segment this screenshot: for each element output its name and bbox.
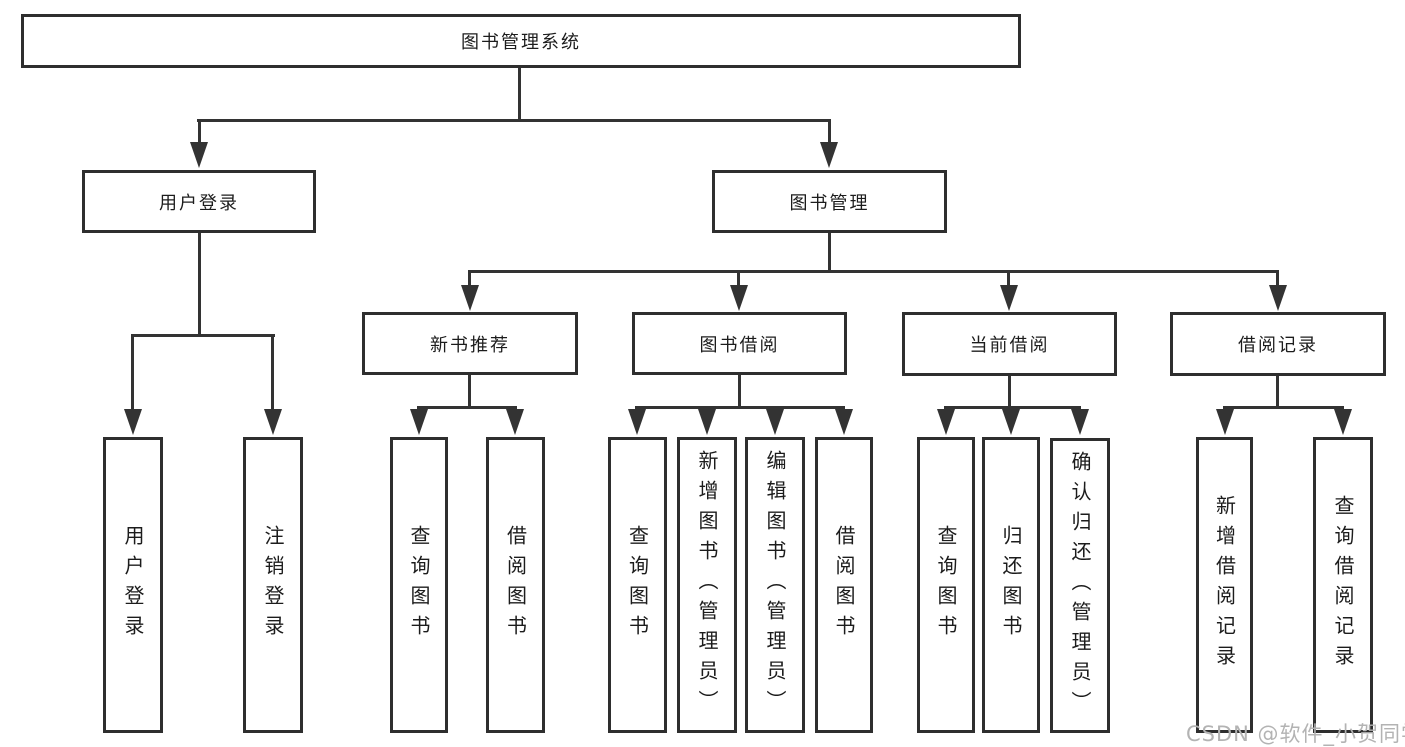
connector-line <box>1007 270 1010 288</box>
node-label: 用户登录 <box>159 192 239 214</box>
arrowhead-down-icon <box>766 409 784 435</box>
arrowhead-down-icon <box>628 409 646 435</box>
connector-line <box>418 406 517 409</box>
leaf-label: 查询图书 <box>407 525 431 645</box>
connector-line <box>468 270 471 288</box>
leaf-return-book: 归还图书 <box>982 437 1040 733</box>
connector-line <box>1008 376 1011 408</box>
arrowhead-down-icon <box>506 409 524 435</box>
arrowhead-down-icon <box>937 409 955 435</box>
leaf-borrow-book-recommend: 借阅图书 <box>486 437 545 733</box>
connector-line <box>945 406 1081 409</box>
connector-line <box>1276 376 1279 408</box>
leaf-user-login: 用户登录 <box>103 437 163 733</box>
arrowhead-down-icon <box>1216 409 1234 435</box>
node-book-management: 图书管理 <box>712 170 947 233</box>
leaf-label: 注销登录 <box>261 525 285 645</box>
leaf-add-book-admin: 新增图书（管理员） <box>677 437 737 733</box>
node-label: 图书借阅 <box>699 334 780 356</box>
node-user-login: 用户登录 <box>82 170 316 233</box>
leaf-label: 归还图书 <box>999 525 1023 645</box>
connector-line <box>468 375 471 408</box>
connector-line <box>132 334 275 337</box>
leaf-logout: 注销登录 <box>243 437 303 733</box>
node-new-book-recommend: 新书推荐 <box>362 312 578 375</box>
arrowhead-down-icon <box>1334 409 1352 435</box>
node-label: 借阅记录 <box>1238 335 1318 356</box>
node-label: 图书管理 <box>789 192 870 214</box>
arrowhead-down-icon <box>730 285 748 311</box>
connector-line <box>518 68 521 119</box>
node-label: 图书管理系统 <box>461 32 581 53</box>
arrowhead-down-icon <box>698 409 716 435</box>
leaf-query-book-borrow: 查询图书 <box>608 437 667 733</box>
node-current-borrow: 当前借阅 <box>902 312 1117 376</box>
node-label: 新书推荐 <box>430 334 510 356</box>
arrowhead-down-icon <box>1269 285 1287 311</box>
arrowhead-down-icon <box>190 142 208 168</box>
csdn-watermark: CSDN @软件_小贺同学 <box>1186 722 1405 746</box>
connector-line <box>469 270 1279 273</box>
leaf-confirm-return-admin: 确认归还（管理员） <box>1050 438 1110 733</box>
arrowhead-down-icon <box>1071 409 1089 435</box>
connector-line <box>828 233 831 273</box>
leaf-label: 新增借阅记录 <box>1212 495 1237 675</box>
arrowhead-down-icon <box>835 409 853 435</box>
arrowhead-down-icon <box>820 142 838 168</box>
connector-line <box>1276 270 1279 288</box>
leaf-label: 借阅图书 <box>503 525 528 645</box>
leaf-edit-book-admin: 编辑图书（管理员） <box>745 437 805 733</box>
leaf-borrow-book: 借阅图书 <box>815 437 873 733</box>
arrowhead-down-icon <box>264 409 282 435</box>
node-book-borrow: 图书借阅 <box>632 312 847 375</box>
connector-line <box>131 334 134 409</box>
connector-line <box>271 334 274 409</box>
leaf-label: 用户登录 <box>121 525 145 645</box>
connector-line <box>828 119 831 144</box>
leaf-label: 新增图书（管理员） <box>695 450 719 720</box>
connector-line <box>197 119 831 122</box>
connector-line <box>198 233 201 334</box>
leaf-query-borrow-record: 查询借阅记录 <box>1313 437 1373 733</box>
node-label: 当前借阅 <box>969 335 1050 356</box>
connector-line <box>737 270 740 288</box>
leaf-label: 查询图书 <box>625 525 650 645</box>
arrowhead-down-icon <box>1000 285 1018 311</box>
leaf-label: 借阅图书 <box>832 525 856 645</box>
arrowhead-down-icon <box>461 285 479 311</box>
leaf-query-book-current: 查询图书 <box>917 437 975 733</box>
arrowhead-down-icon <box>124 409 142 435</box>
connector-line <box>198 119 201 144</box>
leaf-label: 查询借阅记录 <box>1331 495 1355 675</box>
leaf-query-book-recommend: 查询图书 <box>390 437 448 733</box>
leaf-label: 编辑图书（管理员） <box>763 450 787 720</box>
connector-line <box>1224 406 1344 409</box>
node-borrow-records: 借阅记录 <box>1170 312 1386 376</box>
leaf-label: 确认归还（管理员） <box>1068 450 1092 721</box>
connector-line <box>738 375 741 408</box>
node-root-system: 图书管理系统 <box>21 14 1021 68</box>
leaf-add-borrow-record: 新增借阅记录 <box>1196 437 1253 733</box>
arrowhead-down-icon <box>1002 409 1020 435</box>
leaf-label: 查询图书 <box>934 525 958 645</box>
connector-line <box>636 406 845 409</box>
arrowhead-down-icon <box>410 409 428 435</box>
